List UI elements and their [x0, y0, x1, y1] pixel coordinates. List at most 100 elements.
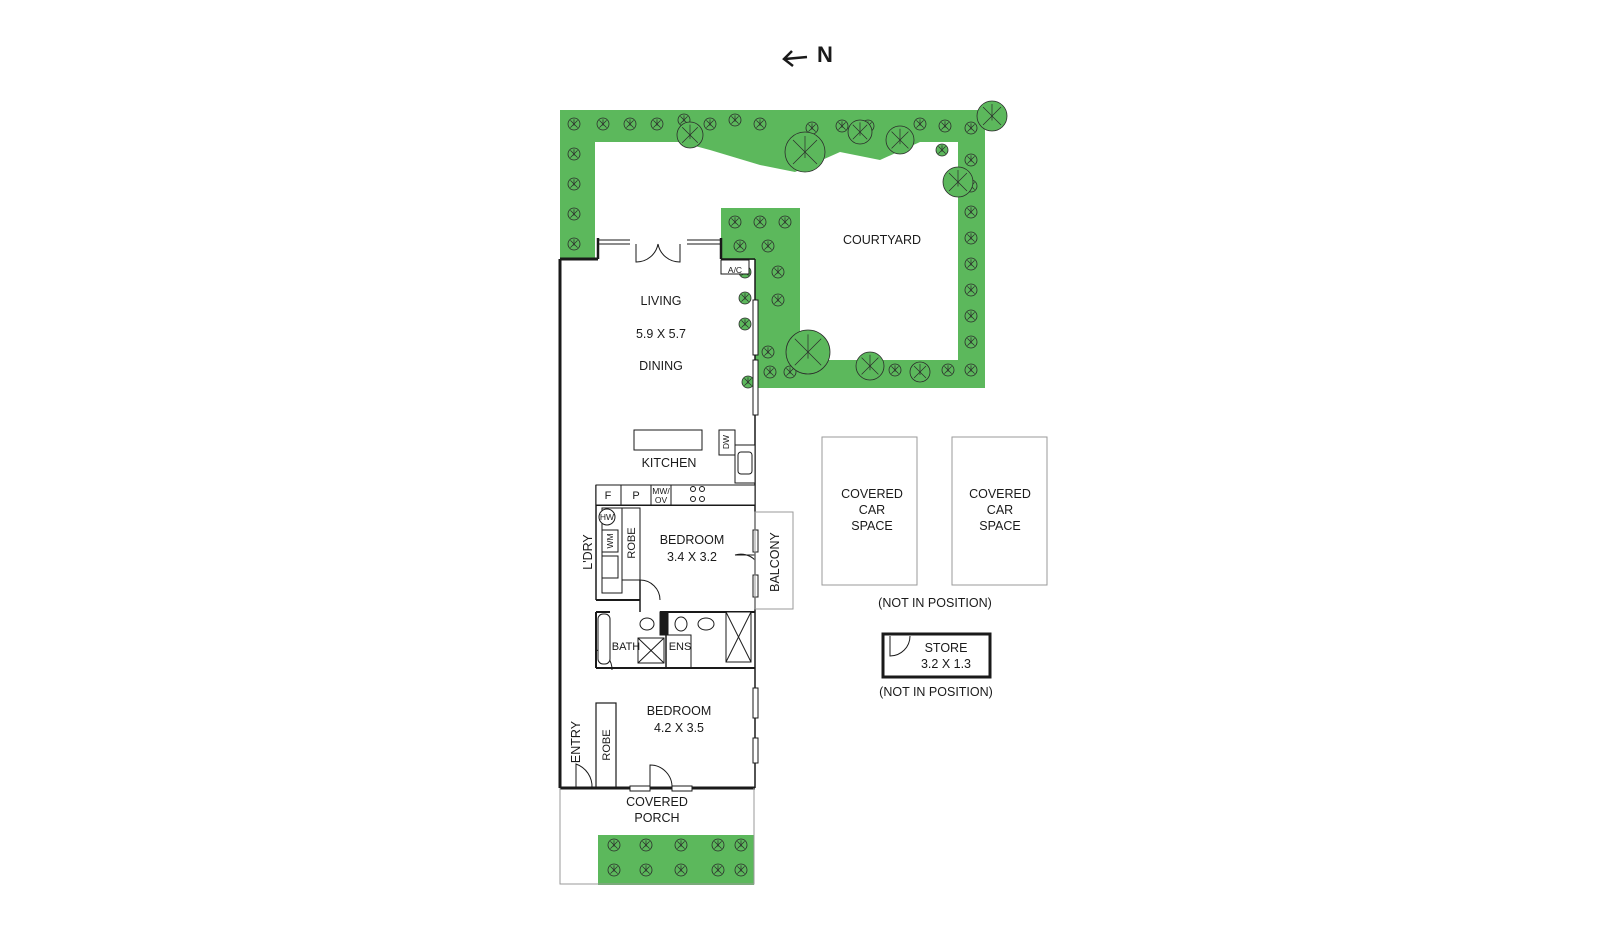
shrub: [711, 838, 725, 852]
ens-label: ENS: [669, 641, 692, 653]
car-space-1-line3: SPACE: [851, 519, 892, 533]
arrow-left-icon: [782, 50, 808, 67]
shrub: [976, 100, 1008, 132]
shrub: [942, 166, 974, 198]
shrub: [964, 363, 978, 377]
laundry-fixtures: [598, 507, 641, 594]
shrub: [639, 838, 653, 852]
shrub: [753, 215, 767, 229]
shrub: [784, 131, 826, 173]
dw-label: DW: [721, 435, 731, 449]
robe-1: [621, 507, 641, 581]
shrub: [771, 293, 785, 307]
store-door: [889, 635, 911, 657]
outbuildings: [821, 436, 1048, 586]
robe-1-label: ROBE: [626, 527, 638, 558]
shrub: [935, 143, 949, 157]
living-dimensions: 5.9 X 5.7: [636, 327, 686, 341]
store-note: (NOT IN POSITION): [879, 685, 993, 699]
bathroom-fixtures: [597, 611, 752, 669]
fridge-label: F: [605, 490, 612, 502]
shrub: [964, 283, 978, 297]
north-compass: N: [782, 42, 833, 67]
car-space-1-line1: COVERED: [841, 487, 903, 501]
bathtub: [597, 613, 611, 665]
shrub: [738, 291, 752, 305]
shrub: [674, 863, 688, 877]
entry-label: ENTRY: [569, 720, 583, 763]
pantry-label: P: [632, 490, 639, 502]
shrub: [771, 265, 785, 279]
living-label: LIVING: [641, 294, 682, 308]
porch-label-line2: PORCH: [634, 811, 679, 825]
shrub: [650, 117, 664, 131]
kitchen-label: KITCHEN: [642, 456, 697, 470]
dishwasher: [718, 429, 736, 456]
shrub: [964, 121, 978, 135]
car-space-2: [951, 436, 1048, 586]
shrub: [753, 117, 767, 131]
robe-2-label: ROBE: [601, 729, 613, 760]
plants: [567, 100, 1008, 877]
car-space-2-line1: COVERED: [969, 487, 1031, 501]
car-space-1: [821, 436, 918, 586]
toilet-bath: [639, 617, 655, 631]
microwave-label-line1: MW/: [652, 486, 670, 496]
shrub: [567, 147, 581, 161]
shrub: [607, 863, 621, 877]
bedroom-2-dimensions: 4.2 X 3.5: [654, 721, 704, 735]
shrub: [703, 117, 717, 131]
shrub: [567, 207, 581, 221]
shrub: [909, 361, 931, 383]
partition: [659, 611, 669, 636]
shrub: [761, 239, 775, 253]
bedroom-1-dimensions: 3.4 X 3.2: [667, 550, 717, 564]
ac-unit: [720, 259, 750, 275]
shrub: [778, 215, 792, 229]
bath-label: BATH: [612, 641, 641, 653]
hot-water-unit: [598, 508, 616, 526]
store-label: STORE: [925, 641, 968, 655]
shrub: [964, 153, 978, 167]
shrub: [763, 365, 777, 379]
shrub: [847, 119, 873, 145]
shrub: [607, 838, 621, 852]
north-label: N: [817, 42, 833, 67]
shrub: [567, 237, 581, 251]
store-outline: [881, 632, 992, 679]
shrub: [567, 117, 581, 131]
shrub: [964, 309, 978, 323]
car-space-2-line2: CAR: [987, 503, 1013, 517]
shrub: [964, 231, 978, 245]
shrub: [567, 177, 581, 191]
car-space-note: (NOT IN POSITION): [878, 596, 992, 610]
bedroom-1-label: BEDROOM: [660, 533, 725, 547]
shrub: [623, 117, 637, 131]
shrub: [855, 351, 885, 381]
car-space-1-line2: CAR: [859, 503, 885, 517]
shrub: [938, 119, 952, 133]
shrub: [783, 365, 797, 379]
shrub: [888, 363, 902, 377]
shrub: [964, 335, 978, 349]
shrub: [734, 838, 748, 852]
shrub: [711, 863, 725, 877]
shrub: [734, 863, 748, 877]
shrub: [835, 119, 849, 133]
basin-ens: [697, 617, 715, 631]
porch-label-line1: COVERED: [626, 795, 688, 809]
shrub: [674, 838, 688, 852]
bedroom-2-label: BEDROOM: [647, 704, 712, 718]
shrub: [785, 329, 831, 375]
toilet-ens: [674, 616, 688, 632]
shrub: [596, 117, 610, 131]
shrub: [941, 363, 955, 377]
shrub: [964, 257, 978, 271]
car-space-2-line3: SPACE: [979, 519, 1020, 533]
shrub: [639, 863, 653, 877]
hw-label: HW: [600, 512, 614, 522]
shrub: [741, 375, 755, 389]
ac-label: A/C: [728, 265, 742, 275]
kitchen-island: [633, 429, 703, 451]
